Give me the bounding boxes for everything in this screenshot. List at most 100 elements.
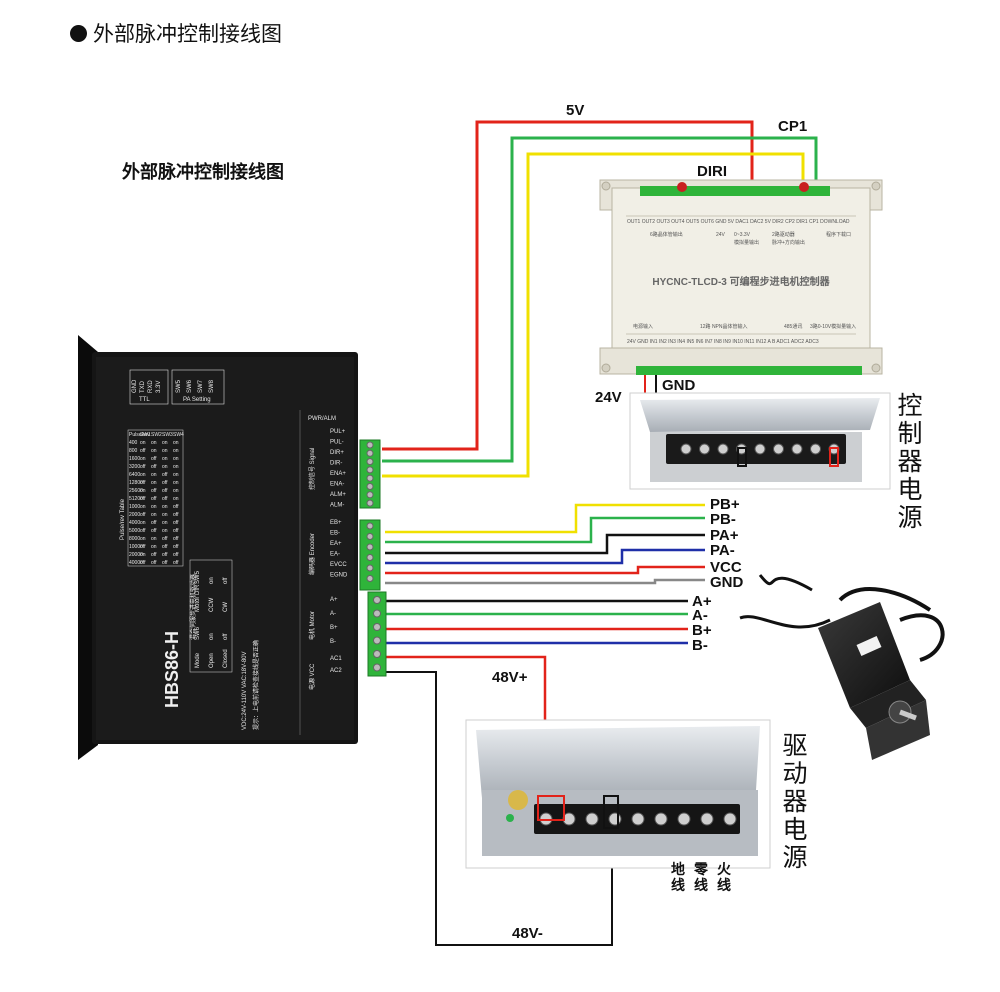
psu-screw <box>608 812 622 826</box>
pulse-table-cell: off <box>162 488 168 494</box>
pulse-table-cell: on <box>162 528 168 534</box>
controller-top-pins: OUT1 OUT2 OUT3 OUT4 OUT5 OUT6 GND 5V DAC… <box>627 219 850 225</box>
pulse-table-cell: 51200 <box>129 496 143 502</box>
wire-egnd <box>385 578 705 585</box>
psu-screw <box>699 443 710 455</box>
pulse-table-cell: off <box>173 528 179 534</box>
ac-label-live: 火线 <box>717 862 731 894</box>
signal-pin-label: DIR+ <box>330 450 344 456</box>
wires-motor <box>386 599 688 645</box>
ttl-pin-label: TXD <box>140 380 146 393</box>
label-5v: 5V <box>566 102 584 119</box>
signal-pin-label: DIR- <box>330 461 342 467</box>
psu-screw <box>700 812 714 826</box>
pulse-table-cell: on <box>140 504 146 510</box>
terminal-screw <box>366 543 374 551</box>
mode-table-cell: off <box>223 633 229 640</box>
pulse-table-cell: on <box>151 472 157 478</box>
pulse-table-cell: off <box>151 456 157 462</box>
label-gnd-ctrl: GND <box>662 377 696 394</box>
label-cp1: CP1 <box>778 118 807 135</box>
driver-model: HBS86-H <box>162 631 182 708</box>
terminal-screw <box>373 663 381 672</box>
label-vcc: VCC <box>710 559 742 576</box>
pulse-table-cell: on <box>140 472 146 478</box>
controller-bottom-note: 3路0-10V模拟量输入 <box>810 323 856 330</box>
pulse-table-cell: off <box>151 528 157 534</box>
terminal-screw <box>366 491 374 499</box>
wire-eb-plus <box>385 503 705 534</box>
pulse-table-cell: on <box>173 448 179 454</box>
pulse-table-cell: off <box>173 504 179 510</box>
pulse-table-header: Pulse/rev <box>129 432 150 438</box>
pulse-table-cell: 5000 <box>129 528 140 534</box>
psu-screw <box>680 443 692 455</box>
pulse-table-cell: off <box>151 520 157 526</box>
pulse-table-cell: 12800 <box>129 480 143 486</box>
pulse-table-cell: on <box>140 520 146 526</box>
control-psu <box>629 392 891 490</box>
power-block-label: 电源 VCC <box>308 663 316 690</box>
terminal-screw <box>366 575 374 582</box>
pulse-table-cell: off <box>162 552 168 558</box>
pulse-table-cell: on <box>173 440 179 446</box>
motor-pin-labels: A+A-B+B- <box>330 597 338 645</box>
wire-5v <box>382 120 754 451</box>
mode-table-cell: on <box>209 633 215 640</box>
wire-labels: 5V CP1 DIRI GND 24V PB+ PB- PA+ PA- VCC … <box>492 102 807 942</box>
label-diri: DIRI <box>697 163 727 180</box>
spec-line-2: 提示：上电前请检查接线是否正确 <box>252 640 260 730</box>
label-gnd-enc: GND <box>710 574 744 591</box>
terminal-screw <box>366 499 374 507</box>
pulse-table-cell: 400 <box>129 440 138 446</box>
pulse-table-cell: off <box>140 448 146 454</box>
pulse-table-cell: 40000 <box>129 560 143 566</box>
encoder-pin-label: EA+ <box>330 541 342 547</box>
pulse-table-cell: on <box>173 496 179 502</box>
psu-screw <box>810 443 821 455</box>
pulse-table-cell: off <box>162 544 168 550</box>
pulse-table-cell: on <box>140 488 146 494</box>
pulse-table-cell: 1600 <box>129 456 140 462</box>
pulse-table-header: SW3 <box>162 432 173 438</box>
pulse-table-cell: off <box>173 520 179 526</box>
pulse-table-cell: on <box>173 480 179 486</box>
driver-psu-label: 驱动器电源 <box>782 731 808 872</box>
label-24v: 24V <box>595 389 622 406</box>
controller-bottom-note: 12路 NPN晶体管输入 <box>700 323 748 330</box>
pulse-table-cell: on <box>140 552 146 558</box>
pulse-table-cell: on <box>151 480 157 486</box>
pulse-table-cell: off <box>140 544 146 550</box>
terminal-screw <box>366 449 374 457</box>
pulse-table-cell: 2000 <box>129 512 140 518</box>
driver-psu-screws <box>539 812 737 826</box>
pulse-table-header: SW2 <box>151 432 162 438</box>
pulse-table-cell: off <box>162 496 168 502</box>
mode-table-cell: on <box>209 577 215 584</box>
pulse-table-cell: off <box>162 480 168 486</box>
controller-hycnc: OUT1 OUT2 OUT3 OUT4 OUT5 OUT6 GND 5V DAC… <box>599 179 883 375</box>
psu-screw <box>631 812 645 826</box>
controller-name: HYCNC-TLCD-3 可编程步进电机控制器 <box>652 275 830 288</box>
terminal-screw <box>366 564 374 572</box>
ac-label-neutral: 零线 <box>694 862 708 894</box>
pulse-table-cell: on <box>151 504 157 510</box>
controller-top-note: 脉冲+方向输出 <box>772 239 805 246</box>
wire-dir <box>382 152 805 478</box>
pa-pin-label: SW8 <box>209 379 215 393</box>
pulse-table-cell: 25600 <box>129 488 143 494</box>
control-psu-screws <box>680 443 840 455</box>
pulse-table-cell: on <box>173 464 179 470</box>
pulse-table-header: SW4 <box>173 432 184 438</box>
wire-eb-minus <box>385 516 705 544</box>
pulse-table-cell: on <box>162 504 168 510</box>
wire-ea-plus <box>385 533 705 555</box>
pulse-table-cell: on <box>140 440 146 446</box>
pulse-table-cell: off <box>140 480 146 486</box>
pulse-table-cell: on <box>162 512 168 518</box>
